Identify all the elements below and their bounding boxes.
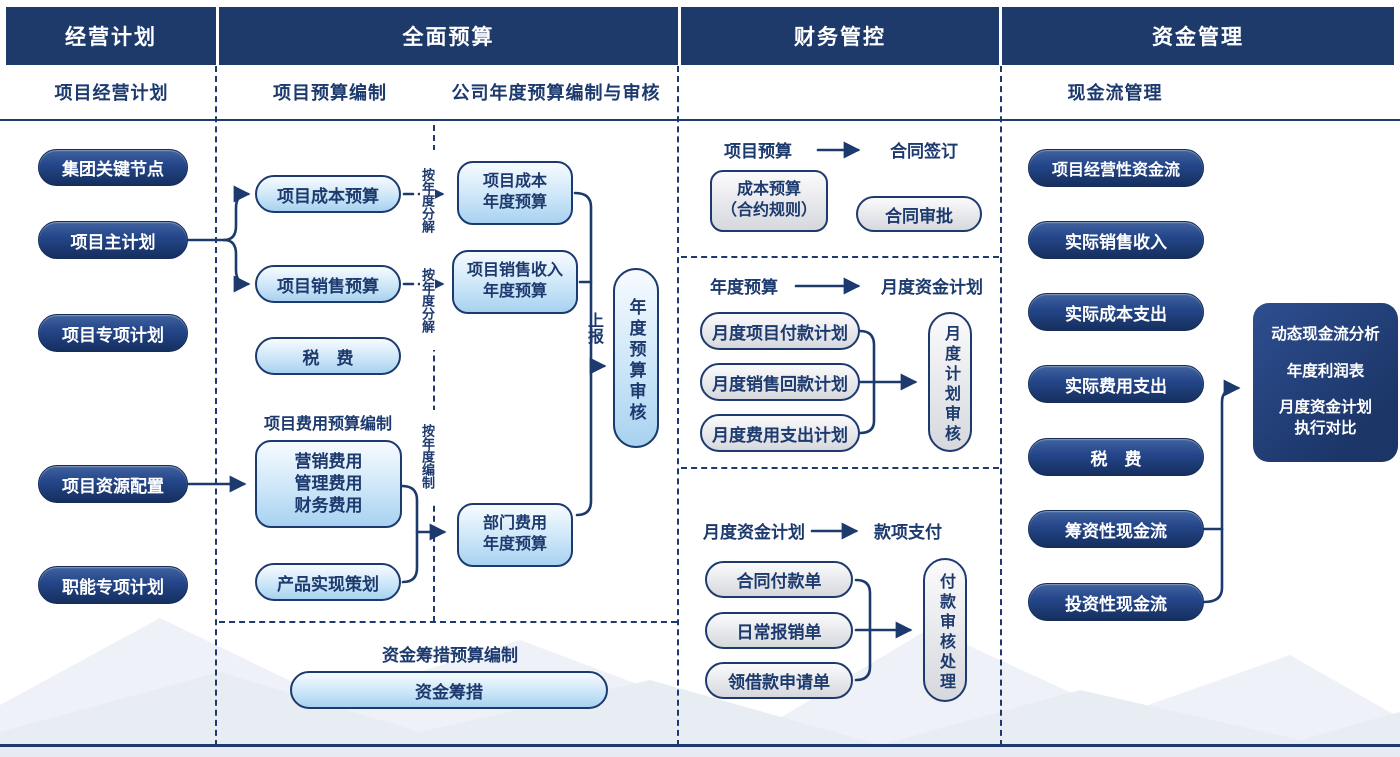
pill-daily-reimbursement-form: 日常报销单 xyxy=(705,612,853,649)
box-annual-sales-budget: 项目销售收入 年度预算 xyxy=(452,250,578,314)
pill-tax-fee: 税 费 xyxy=(255,337,401,375)
summary-line: 执行对比 xyxy=(1294,420,1357,438)
divider-financing-section xyxy=(219,621,677,623)
box-cash-analysis-summary: 动态现金流分析 年度利润表 月度资金计划 执行对比 xyxy=(1253,303,1398,462)
pill-project-cost-budget: 项目成本预算 xyxy=(255,175,401,213)
box-expense-items: 营销费用 管理费用 财务费用 xyxy=(255,440,402,528)
label-project-budget: 项目预算 xyxy=(724,141,792,161)
capsule-monthly-plan-review: 月度计划审核 xyxy=(928,312,972,452)
label-yearly-compile: 按年度编制 xyxy=(420,410,435,502)
subheader-rule xyxy=(0,119,1400,121)
pill-group-key-nodes: 集团关键节点 xyxy=(38,149,188,186)
label-contract-signing: 合同签订 xyxy=(890,141,958,161)
header-finance-control: 财务管控 xyxy=(681,7,999,65)
label-financing-budget: 资金筹措预算编制 xyxy=(382,645,518,665)
subheader-company-budget: 公司年度预算编制与审核 xyxy=(451,83,661,103)
box-line: （合约规则） xyxy=(720,202,817,219)
box-line: 项目成本 xyxy=(482,173,547,191)
divider-control-section1 xyxy=(681,256,999,258)
capsule-annual-budget-review: 年度预算审核 xyxy=(613,268,659,448)
divider-control-section2 xyxy=(681,467,999,469)
box-line: 成本预算 xyxy=(736,181,801,199)
subheader-project-budget: 项目预算编制 xyxy=(273,83,387,103)
subheader-business-plan: 项目经营计划 xyxy=(54,83,169,103)
pill-project-operating-cash-flow: 项目经营性资金流 xyxy=(1028,149,1204,187)
expense-line: 管理费用 xyxy=(294,473,363,493)
header-cash-management: 资金管理 xyxy=(1002,7,1394,65)
pill-investing-cash-flow: 投资性现金流 xyxy=(1028,583,1204,621)
box-dept-annual-budget: 部门费用 年度预算 xyxy=(457,503,573,567)
label-yearly-decompose-2: 按年度分解 xyxy=(420,250,435,350)
pill-contract-payment-form: 合同付款单 xyxy=(705,561,853,598)
pill-tax-fee-cash: 税 费 xyxy=(1028,438,1204,476)
summary-line: 月度资金计划 xyxy=(1278,399,1372,417)
bottom-strip xyxy=(0,747,1400,757)
subheader-cash-flow: 现金流管理 xyxy=(1067,83,1163,103)
box-annual-cost-budget: 项目成本 年度预算 xyxy=(457,161,573,225)
pill-actual-expense-expenditure: 实际费用支出 xyxy=(1028,365,1204,403)
box-line: 年度预算 xyxy=(482,283,547,300)
box-cost-budget-contract-rules: 成本预算 （合约规则） xyxy=(710,170,828,232)
header-business-plan: 经营计划 xyxy=(6,7,216,65)
pill-actual-sales-income: 实际销售收入 xyxy=(1028,221,1204,259)
box-line: 年度预算 xyxy=(482,194,547,211)
divider-col1-col2 xyxy=(215,66,217,756)
pill-financing-cash-flow: 筹资性现金流 xyxy=(1028,510,1204,548)
box-line: 年度预算 xyxy=(482,536,547,553)
label-project-expense-budget: 项目费用预算编制 xyxy=(263,416,392,433)
box-line: 项目销售收入 xyxy=(466,262,563,280)
divider-col3-col4 xyxy=(1000,66,1002,756)
summary-line: 动态现金流分析 xyxy=(1271,325,1380,343)
divider-col2-col3 xyxy=(677,66,679,756)
pill-function-special-plan: 职能专项计划 xyxy=(38,566,188,604)
pill-monthly-sales-collection-plan: 月度销售回款计划 xyxy=(700,363,860,401)
pill-product-realization-plan: 产品实现策划 xyxy=(255,563,401,601)
header-budget: 全面预算 xyxy=(219,7,678,65)
label-payment: 款项支付 xyxy=(874,522,942,542)
capsule-payment-review-process: 付款审核处理 xyxy=(923,558,967,702)
label-annual-budget: 年度预算 xyxy=(710,277,778,297)
pill-fund-raising: 资金筹措 xyxy=(290,671,608,709)
summary-line-group: 月度资金计划 执行对比 xyxy=(1279,398,1372,440)
pill-loan-application-form: 领借款申请单 xyxy=(705,662,853,699)
pill-project-resource-allocation: 项目资源配置 xyxy=(38,465,188,503)
divider-budget-inner xyxy=(433,125,435,622)
expense-line: 营销费用 xyxy=(294,451,363,471)
pill-actual-cost-expenditure: 实际成本支出 xyxy=(1028,293,1204,331)
pill-contract-approval: 合同审批 xyxy=(856,196,982,232)
pill-project-special-plan: 项目专项计划 xyxy=(38,314,188,352)
pill-monthly-project-payment-plan: 月度项目付款计划 xyxy=(700,312,860,350)
pill-monthly-expense-pay-plan: 月度费用支出计划 xyxy=(700,414,860,452)
label-monthly-fund-plan-2: 月度资金计划 xyxy=(703,522,805,542)
pill-project-sales-budget: 项目销售预算 xyxy=(255,265,401,303)
label-report-up: 上报 xyxy=(585,312,602,344)
bottom-rule xyxy=(0,744,1400,747)
label-yearly-decompose-1: 按年度分解 xyxy=(420,150,435,250)
expense-line: 财务费用 xyxy=(294,496,363,516)
box-line: 部门费用 xyxy=(482,515,547,533)
label-monthly-fund-plan: 月度资金计划 xyxy=(881,277,983,297)
summary-line: 年度利润表 xyxy=(1286,362,1365,380)
pill-project-master-plan: 项目主计划 xyxy=(38,221,188,259)
